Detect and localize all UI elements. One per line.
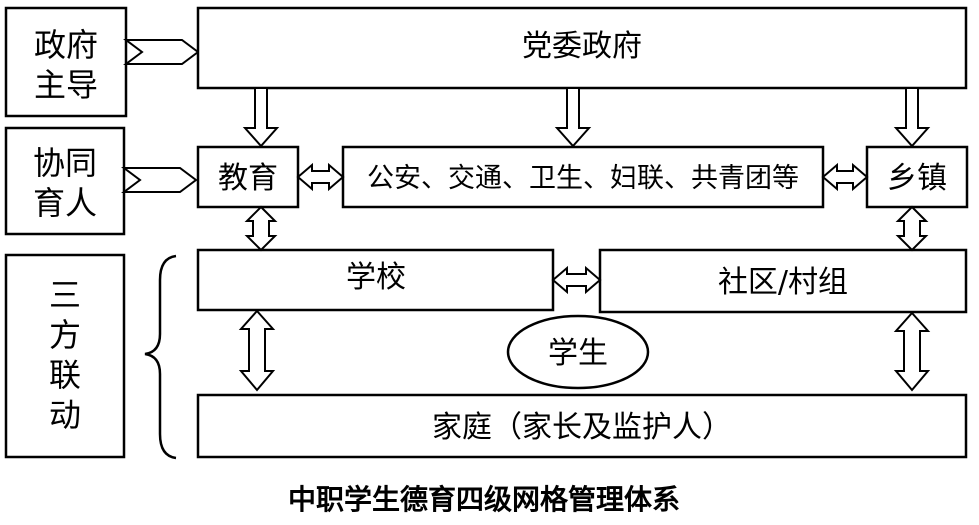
collaborative-box	[4, 126, 126, 236]
collaborative-line2: 育人	[33, 184, 97, 222]
double-arrow-school-community	[551, 265, 602, 295]
down-arrow-township	[893, 87, 931, 148]
government-lead-box	[4, 6, 128, 118]
three-party-line2: 方	[49, 316, 81, 354]
student-ellipse	[506, 314, 650, 390]
student-label: 学生	[548, 336, 608, 371]
education-box	[196, 145, 300, 209]
three-party-box	[4, 253, 126, 459]
three-party-line4: 动	[49, 396, 81, 434]
party-government-label: 党委政府	[522, 29, 642, 64]
departments-label: 公安、交通、卫生、妇联、共青团等	[367, 163, 799, 194]
education-label: 教育	[218, 161, 278, 196]
chevron-arrow-government	[123, 39, 200, 65]
collaborative-line1: 协同	[33, 144, 97, 182]
double-arrow-education-departments	[296, 162, 345, 192]
double-arrow-education-school	[244, 205, 278, 252]
school-label: 学校	[346, 260, 406, 295]
double-arrow-school-family	[238, 309, 276, 392]
double-arrow-community-family	[893, 311, 931, 392]
school-box	[196, 248, 555, 312]
township-box	[865, 145, 969, 209]
three-party-line3: 联	[49, 356, 81, 394]
double-arrow-departments-township	[821, 162, 869, 192]
double-arrow-township-community	[895, 205, 929, 252]
township-label: 乡镇	[887, 161, 947, 196]
down-arrow-departments	[554, 87, 592, 148]
diagram-caption: 中职学生德育四级网格管理体系	[288, 483, 680, 516]
three-party-line1: 三	[49, 276, 81, 314]
government-lead-line1: 政府	[34, 26, 98, 64]
family-label: 家庭（家长及监护人）	[432, 410, 732, 445]
down-arrow-education	[242, 87, 280, 148]
government-lead-line2: 主导	[34, 66, 98, 104]
family-box	[196, 393, 968, 459]
community-label: 社区/村组	[718, 265, 848, 300]
party-government-box	[196, 6, 968, 90]
curly-brace	[144, 254, 177, 460]
chevron-arrow-collaborative	[121, 167, 198, 193]
